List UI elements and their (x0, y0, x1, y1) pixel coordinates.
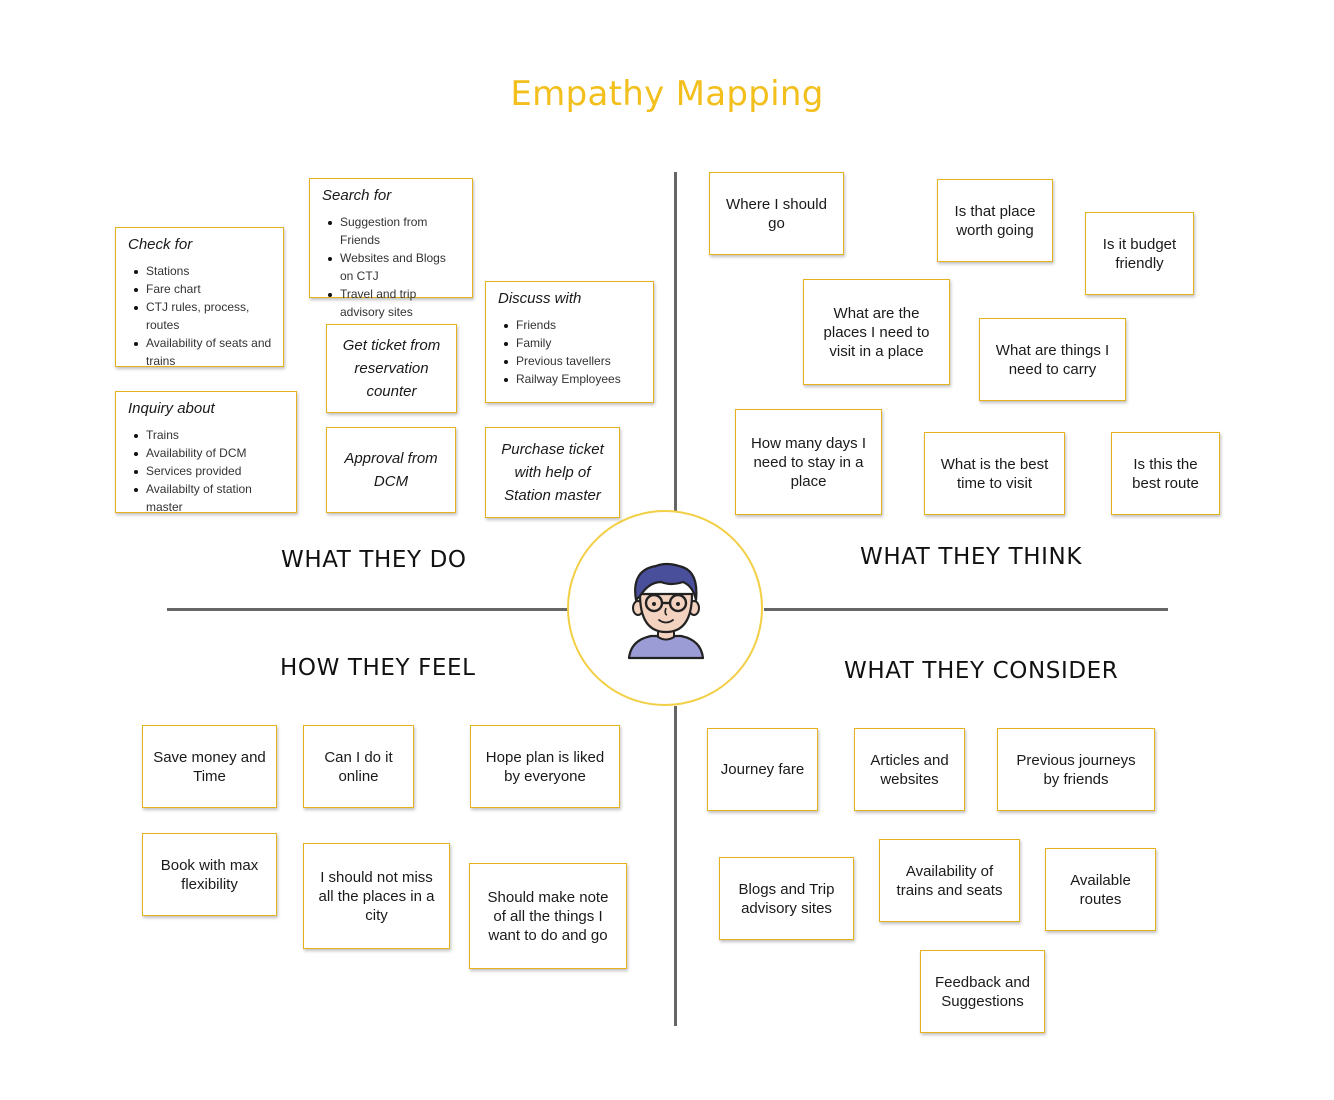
do-list-discuss-with: Discuss with Friends Family Previous tav… (485, 281, 654, 403)
consider-note-blogs: Blogs and Trip advisory sites (719, 857, 854, 940)
do-list-search-for: Search for Suggestion from Friends Websi… (309, 178, 473, 319)
think-note-things-carry: What are things I need to carry (979, 318, 1126, 401)
feel-note-plan-liked: Hope plan is liked by everyone (470, 725, 620, 808)
list-item: CTJ rules, process, routes (134, 298, 273, 334)
list-item: Availability of seats and trains (134, 334, 273, 370)
think-note-places-visit: What are the places I need to visit in a… (803, 279, 950, 385)
think-note-best-route: Is this the best route (1111, 432, 1220, 515)
list-item: Railway Employees (504, 370, 643, 388)
list-item: Trains (134, 426, 286, 444)
do-note-approval-dcm: Approval from DCM (326, 427, 456, 513)
avatar-icon (627, 562, 705, 660)
list-heading: Discuss with (498, 290, 582, 307)
feel-note-miss-places: I should not miss all the places in a ci… (303, 843, 450, 949)
quadrant-label-do: WHAT THEY DO (281, 547, 467, 573)
persona-circle (567, 510, 763, 706)
think-note-worth-going: Is that place worth going (937, 179, 1053, 262)
vertical-axis-top (674, 172, 677, 512)
quadrant-label-feel: HOW THEY FEEL (280, 655, 476, 681)
vertical-axis-bottom (674, 706, 677, 1026)
feel-note-flexibility: Book with max flexibility (142, 833, 277, 916)
consider-note-availability: Availability of trains and seats (879, 839, 1020, 922)
list-heading: Search for (322, 187, 392, 204)
consider-note-feedback: Feedback and Suggestions (920, 950, 1045, 1033)
list-item: Availabilty of station master (134, 480, 286, 516)
feel-note-make-note: Should make note of all the things I wan… (469, 863, 627, 969)
page-title: Empathy Mapping (510, 74, 824, 114)
list-item: Friends (504, 316, 643, 334)
think-note-best-time: What is the best time to visit (924, 432, 1065, 515)
consider-note-routes: Available routes (1045, 848, 1156, 931)
consider-note-journey-fare: Journey fare (707, 728, 818, 811)
horizontal-axis-right (764, 608, 1168, 611)
list-item: Fare chart (134, 280, 273, 298)
feel-note-online: Can I do it online (303, 725, 414, 808)
list-item: Availability of DCM (134, 444, 286, 462)
consider-note-articles: Articles and websites (854, 728, 965, 811)
think-note-days-stay: How many days I need to stay in a place (735, 409, 882, 515)
do-list-check-for: Check for Stations Fare chart CTJ rules,… (115, 227, 284, 370)
consider-note-previous-journeys: Previous journeys by friends (997, 728, 1155, 811)
think-note-where-go: Where I should go (709, 172, 844, 255)
list-item: Family (504, 334, 643, 352)
quadrant-label-consider: WHAT THEY CONSIDER (844, 658, 1119, 684)
feel-note-save-money: Save money and Time (142, 725, 277, 808)
horizontal-axis-left (167, 608, 569, 611)
think-note-budget: Is it budget friendly (1085, 212, 1194, 295)
list-item: Previous tavellers (504, 352, 643, 370)
list-heading: Check for (128, 236, 193, 253)
do-note-reservation-counter: Get ticket from reservation counter (326, 324, 457, 413)
do-list-inquiry-about: Inquiry about Trains Availability of DCM… (115, 391, 297, 516)
list-item: Services provided (134, 462, 286, 480)
quadrant-label-think: WHAT THEY THINK (860, 544, 1082, 570)
list-item: Stations (134, 262, 273, 280)
list-item: Travel and trip advisory sites (328, 285, 462, 321)
do-note-station-master: Purchase ticket with help of Station mas… (485, 427, 620, 518)
list-item: Suggestion from Friends (328, 213, 462, 249)
list-heading: Inquiry about (128, 400, 215, 417)
list-item: Websites and Blogs on CTJ (328, 249, 462, 285)
